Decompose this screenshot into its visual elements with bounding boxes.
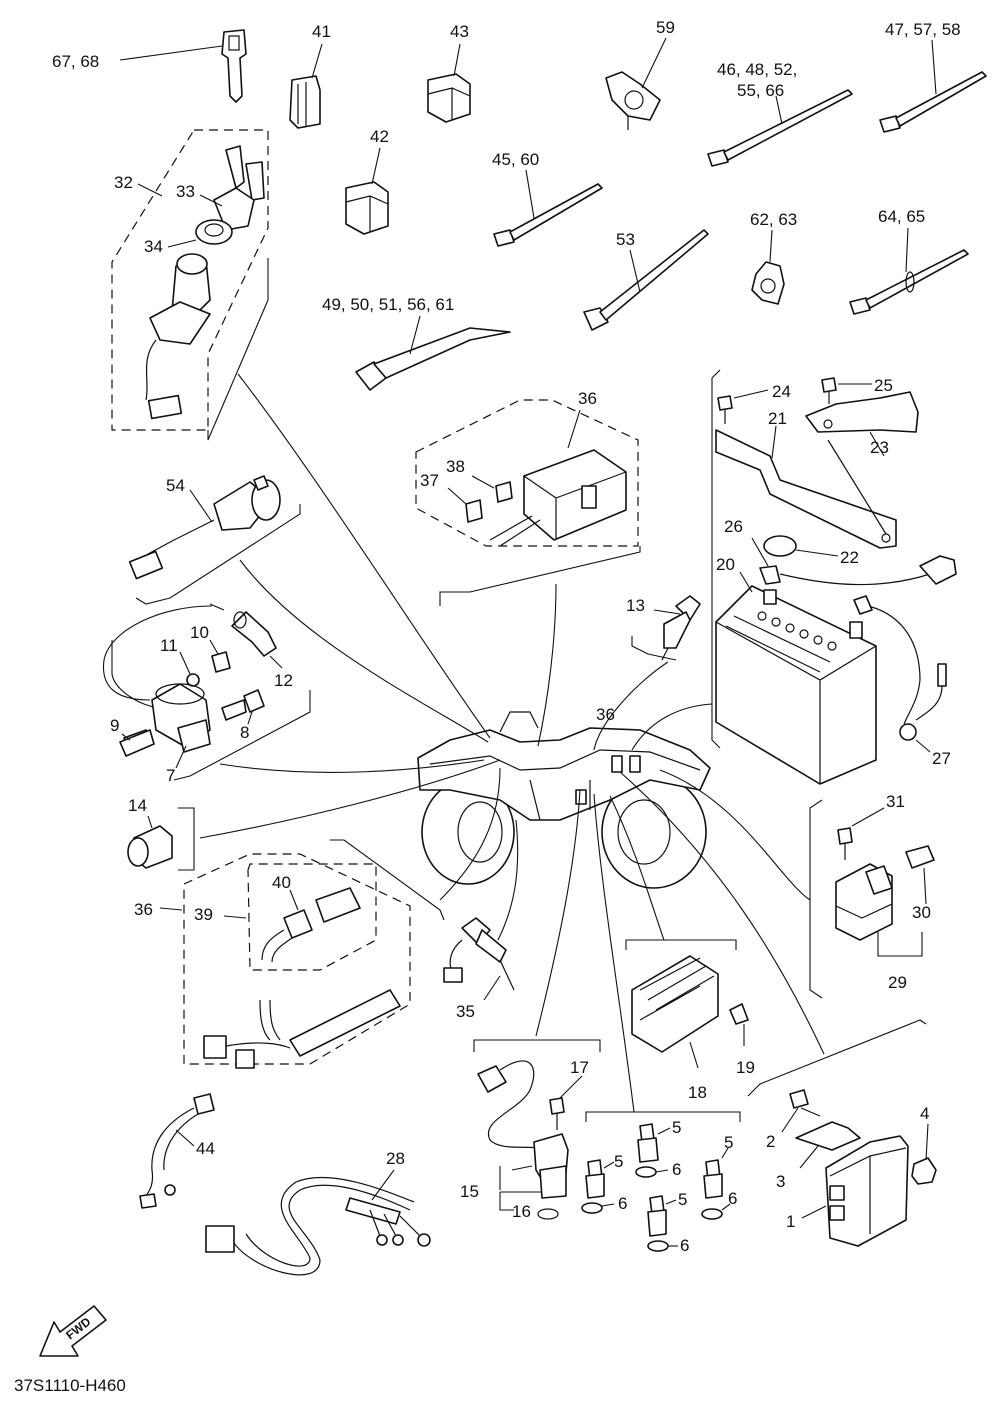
label-36-lower: 36	[134, 900, 153, 919]
label-7: 7	[166, 766, 175, 785]
label-41: 41	[312, 22, 331, 41]
bolts-5-6-group	[581, 1111, 741, 1252]
rectifier-18	[625, 939, 749, 1069]
label-21: 21	[768, 409, 787, 428]
label-45-60: 45, 60	[492, 150, 539, 169]
label-6-c: 6	[728, 1189, 737, 1208]
wiring-group-36-lower	[159, 839, 445, 1069]
label-33: 33	[176, 182, 195, 201]
label-2: 2	[766, 1132, 775, 1151]
label-6-a: 6	[672, 1160, 681, 1179]
harness-28	[205, 1169, 431, 1276]
label-36-middle: 36	[596, 705, 615, 724]
label-46-line2: 55, 66	[737, 81, 784, 100]
cable-tie-45	[493, 169, 603, 247]
label-8: 8	[240, 723, 249, 742]
label-40: 40	[272, 873, 291, 892]
label-26: 26	[724, 517, 743, 536]
label-5-d: 5	[678, 1190, 687, 1209]
spark-plug-13	[631, 595, 701, 661]
label-1: 1	[786, 1212, 795, 1231]
label-27: 27	[932, 749, 951, 768]
label-36-top: 36	[578, 389, 597, 408]
label-12: 12	[274, 671, 293, 690]
cable-tie-53	[583, 229, 709, 331]
label-23: 23	[870, 438, 889, 457]
label-22: 22	[840, 548, 859, 567]
label-53: 53	[616, 230, 635, 249]
diagram-code: 37S1110-H460	[14, 1376, 126, 1395]
speed-sensor-group	[473, 1039, 601, 1220]
cable-44	[139, 1093, 215, 1209]
atv-vehicle	[417, 711, 711, 889]
label-24: 24	[772, 382, 791, 401]
label-15: 15	[460, 1182, 479, 1201]
label-49: 49, 50, 51, 56, 61	[322, 295, 454, 314]
label-54: 54	[166, 476, 185, 495]
label-6-b: 6	[618, 1194, 627, 1213]
key-67-68	[119, 29, 247, 103]
holder-62-63	[751, 229, 785, 305]
relay-43	[427, 43, 471, 123]
label-35: 35	[456, 1002, 475, 1021]
cable-tie-47	[879, 39, 987, 133]
label-37: 37	[420, 471, 439, 490]
fuse-box-group-36-top	[415, 399, 641, 606]
label-25: 25	[874, 376, 893, 395]
label-32: 32	[114, 173, 133, 192]
starter-relay-group	[809, 799, 935, 999]
label-6-d: 6	[680, 1236, 689, 1255]
label-38: 38	[446, 457, 465, 476]
label-18: 18	[688, 1083, 707, 1102]
label-30: 30	[912, 903, 931, 922]
label-5-c: 5	[724, 1133, 733, 1152]
label-16: 16	[512, 1202, 531, 1221]
label-14: 14	[128, 796, 147, 815]
label-67-68: 67, 68	[52, 52, 99, 71]
label-31: 31	[886, 792, 905, 811]
fwd-arrow-icon: FWD	[39, 1305, 107, 1357]
switch-14	[127, 807, 195, 871]
clamp-59	[605, 37, 667, 130]
socket-54	[128, 475, 301, 605]
label-10: 10	[190, 623, 209, 642]
cable-tie-64	[849, 227, 969, 315]
label-13: 13	[626, 596, 645, 615]
label-29: 29	[888, 973, 907, 992]
ignition-coil-group	[102, 603, 311, 781]
label-3: 3	[776, 1172, 785, 1191]
sensor-35	[443, 917, 515, 1001]
label-5-b: 5	[614, 1152, 623, 1171]
label-20: 20	[716, 555, 735, 574]
pointer-lines	[199, 373, 825, 1113]
label-62-63: 62, 63	[750, 210, 797, 229]
relay-42	[345, 147, 389, 235]
label-5-a: 5	[672, 1118, 681, 1137]
cable-tie-49	[355, 315, 511, 391]
battery-group	[711, 369, 957, 785]
label-11: 11	[160, 636, 178, 655]
ecu-group	[747, 1019, 937, 1247]
label-9: 9	[110, 716, 119, 735]
label-19: 19	[736, 1058, 755, 1077]
label-17: 17	[570, 1058, 589, 1077]
label-47-57-58: 47, 57, 58	[885, 20, 961, 39]
label-43: 43	[450, 22, 469, 41]
label-64-65: 64, 65	[878, 207, 925, 226]
label-28: 28	[386, 1149, 405, 1168]
label-46-line1: 46, 48, 52,	[717, 60, 797, 79]
label-34: 34	[144, 237, 163, 256]
cable-tie-46	[707, 89, 853, 167]
label-59: 59	[656, 18, 675, 37]
label-44: 44	[196, 1139, 215, 1158]
main-switch-group-32	[111, 129, 269, 441]
label-4: 4	[920, 1104, 929, 1123]
label-42: 42	[370, 127, 389, 146]
connector-41	[289, 43, 323, 129]
label-39: 39	[194, 905, 213, 924]
